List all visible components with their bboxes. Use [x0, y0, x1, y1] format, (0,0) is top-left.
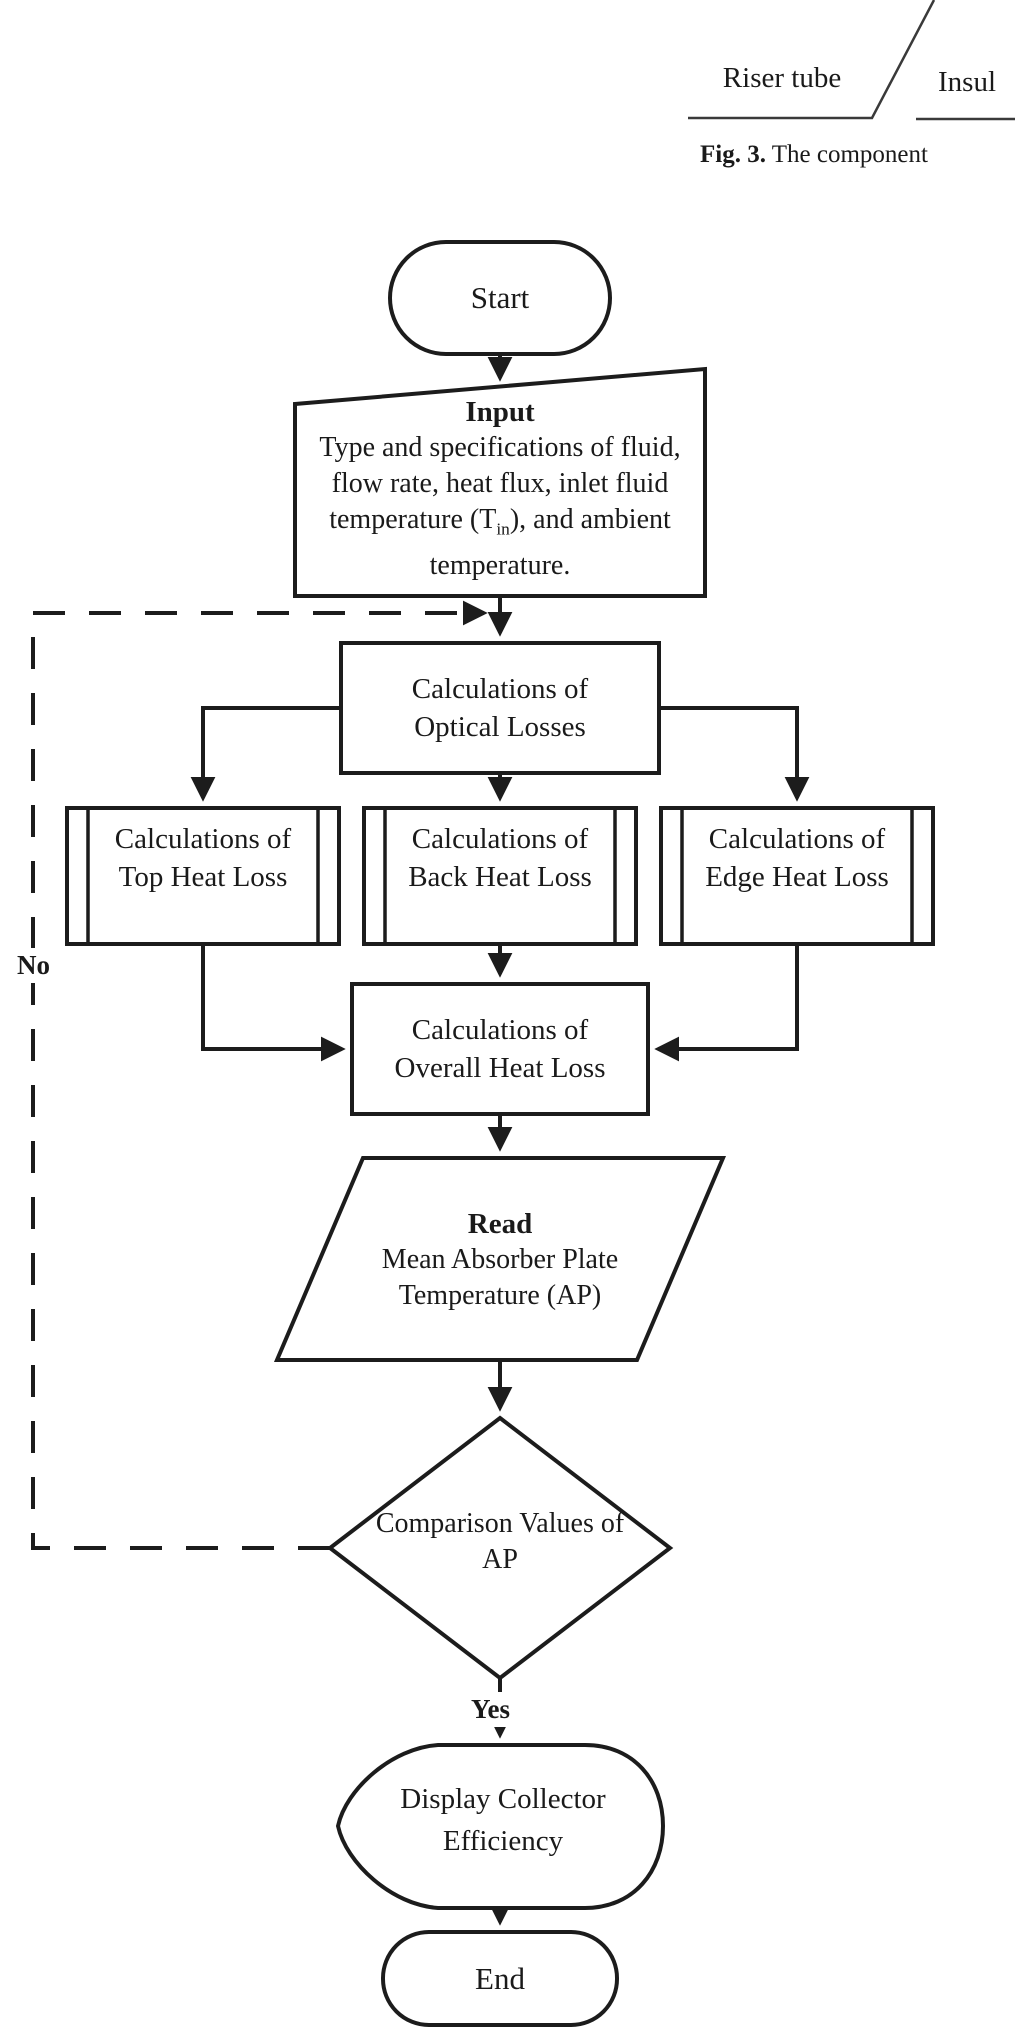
decision-node-text: Comparison Values of AP [330, 1506, 670, 1578]
start-node-label: Start [470, 280, 530, 315]
connector-optical-to-top-loss [190, 706, 341, 802]
overall-heat-loss-node-text: Calculations of Overall Heat Loss [352, 984, 648, 1114]
edge-loss-line2: Edge Heat Loss [705, 861, 889, 893]
display-line2: Efficiency [442, 1825, 564, 1857]
display-shape [335, 1743, 666, 1910]
back-loss-line1: Calculations of [411, 823, 589, 855]
optical-losses-node-text: Calculations of Optical Losses [341, 643, 659, 773]
optical-losses-process-shape [339, 641, 661, 775]
edge-loss-line1: Calculations of [708, 823, 886, 855]
overall-heat-loss-process-shape [350, 982, 650, 1116]
optical-line2: Optical Losses [414, 711, 586, 743]
top-heat-loss-node-text: Calculations of Top Heat Loss [88, 820, 318, 896]
display-node-text: Display Collector Efficiency [363, 1778, 643, 1862]
input-node-line4: temperature. [429, 549, 571, 581]
back-loss-line2: Back Heat Loss [408, 861, 592, 893]
read-line1: Mean Absorber Plate [381, 1244, 619, 1275]
read-node-text: Read Mean Absorber Plate Temperature (AP… [300, 1206, 700, 1314]
yes-branch-label: Yes [468, 1692, 513, 1728]
input-node-title: Input [465, 396, 535, 428]
top-loss-line1: Calculations of [114, 823, 292, 855]
insulation-label: Insul [938, 66, 996, 98]
end-terminator-shape [381, 1930, 619, 2027]
overall-line1: Calculations of [411, 1014, 589, 1046]
top-loss-line2: Top Heat Loss [118, 861, 288, 893]
overall-line2: Overall Heat Loss [394, 1052, 606, 1084]
input-node-text: Input Type and specifications of fluid, … [295, 394, 705, 584]
read-line2: Temperature (AP) [398, 1280, 602, 1311]
decision-line1: Comparison Values of [375, 1508, 625, 1539]
figure-caption: Fig. 3. The component [700, 141, 1015, 169]
back-heat-loss-node-text: Calculations of Back Heat Loss [385, 820, 615, 896]
edge-heat-loss-predefined-shape [659, 806, 935, 946]
read-node-title: Read [467, 1208, 533, 1240]
riser-tube-label: Riser tube [722, 62, 842, 94]
input-node-line3: temperature (Tin), and ambient [329, 504, 671, 539]
end-node-label: End [475, 1960, 525, 1996]
edge-heat-loss-node-text: Calculations of Edge Heat Loss [682, 820, 912, 896]
connector-edge-loss-to-overall [654, 944, 799, 1062]
connector-no-loop-left [31, 613, 330, 1550]
figure-caption-number: Fig. 3. [700, 141, 766, 168]
figure-caption-text: The component [765, 141, 928, 168]
top-heat-loss-predefined-shape [65, 806, 341, 946]
display-line1: Display Collector [400, 1783, 606, 1815]
riser-tube-leader-line [688, 0, 936, 120]
input-node-line1: Type and specifications of fluid, [319, 432, 681, 463]
decision-line2: AP [482, 1544, 518, 1575]
manual-input-shape [293, 366, 707, 598]
connector-optical-to-edge-loss [659, 706, 810, 802]
t-in-subscript: in [496, 519, 510, 539]
decision-diamond-shape [326, 1415, 674, 1681]
start-terminator-shape [388, 240, 612, 356]
read-parallelogram-shape [273, 1156, 727, 1362]
no-branch-label: No [14, 948, 53, 984]
input-node-line2: flow rate, heat flux, inlet fluid [331, 468, 669, 499]
optical-line1: Calculations of [411, 673, 589, 705]
connector-top-loss-to-overall [201, 944, 346, 1062]
back-heat-loss-predefined-shape [362, 806, 638, 946]
